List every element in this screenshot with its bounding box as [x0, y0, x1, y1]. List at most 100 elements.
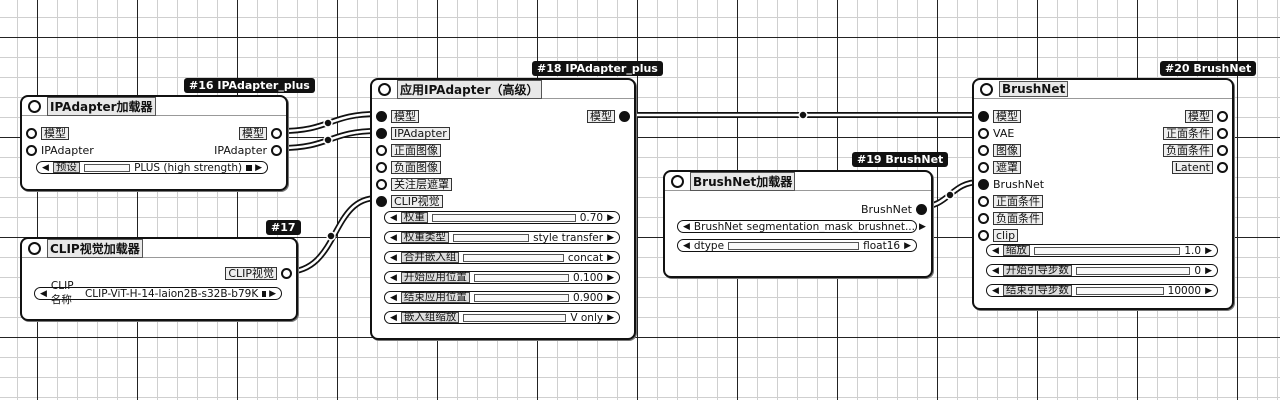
input-port-positive[interactable]: 正面条件 — [978, 194, 1043, 208]
dtype-combo[interactable]: ◀ dtype float16 ▶ — [677, 239, 917, 252]
collapse-toggle-icon[interactable] — [378, 82, 391, 96]
port-pin-icon[interactable] — [1217, 161, 1228, 173]
embeds-scaling-combo[interactable]: ◀ 嵌入组缩放 V only ▶ — [384, 311, 620, 324]
start-step-slider[interactable]: ◀ 开始引导步数 0 ▶ — [986, 264, 1218, 277]
port-pin-icon[interactable] — [978, 212, 989, 224]
input-port-brushnet[interactable]: BrushNet — [978, 177, 1044, 191]
input-port-ipadapter[interactable]: IPAdapter — [26, 143, 94, 157]
port-pin-icon[interactable] — [26, 127, 37, 139]
arrow-right-icon[interactable]: ▶ — [269, 288, 276, 299]
port-pin-icon[interactable] — [978, 161, 989, 173]
input-port-vae[interactable]: VAE — [978, 126, 1014, 140]
input-port-model[interactable]: 模型 — [978, 109, 1021, 123]
output-port-negative[interactable]: 负面条件 — [1163, 143, 1228, 157]
arrow-right-icon[interactable]: ▶ — [1205, 265, 1212, 276]
arrow-left-icon[interactable]: ◀ — [390, 212, 397, 223]
port-pin-icon[interactable] — [376, 161, 387, 173]
port-pin-icon[interactable] — [26, 144, 37, 156]
output-port-model[interactable]: 模型 — [1185, 109, 1228, 123]
arrow-left-icon[interactable]: ◀ — [390, 252, 397, 263]
end-step-slider[interactable]: ◀ 结束引导步数 10000 ▶ — [986, 284, 1218, 297]
clip-name-combo[interactable]: ◀ CLIP名称 CLIP-ViT-H-14-laion2B-s32B-b79K… — [34, 280, 282, 306]
apply-ipadapter-node[interactable]: 应用IPAdapter（高级） 模型 IPAdapter 正面图像 负面图像 关… — [370, 78, 636, 340]
node-header[interactable]: CLIP视觉加载器 — [22, 238, 296, 258]
port-pin-icon[interactable] — [1217, 110, 1228, 122]
arrow-right-icon[interactable]: ▶ — [607, 252, 614, 263]
arrow-left-icon[interactable]: ◀ — [390, 272, 397, 283]
arrow-left-icon[interactable]: ◀ — [683, 240, 690, 251]
port-pin-icon[interactable] — [271, 144, 282, 156]
arrow-left-icon[interactable]: ◀ — [390, 232, 397, 243]
arrow-left-icon[interactable]: ◀ — [992, 285, 999, 296]
weight-type-combo[interactable]: ◀ 权重类型 style transfer ▶ — [384, 231, 620, 244]
scale-slider[interactable]: ◀ 缩放 1.0 ▶ — [986, 244, 1218, 257]
arrow-left-icon[interactable]: ◀ — [683, 221, 690, 232]
arrow-right-icon[interactable]: ▶ — [255, 162, 262, 173]
clip-vision-loader-node[interactable]: CLIP视觉加载器 CLIP视觉 ◀ CLIP名称 CLIP-ViT-H-14-… — [20, 237, 298, 321]
port-pin-icon[interactable] — [978, 127, 989, 139]
input-port-clip[interactable]: clip — [978, 228, 1019, 242]
node-header[interactable]: BrushNet — [974, 80, 1232, 99]
port-pin-icon[interactable] — [1217, 127, 1228, 139]
output-port-model[interactable]: 模型 — [239, 126, 282, 140]
input-port-clip-vision[interactable]: CLIP视觉 — [376, 194, 443, 208]
arrow-right-icon[interactable]: ▶ — [607, 272, 614, 283]
port-pin-icon[interactable] — [978, 144, 989, 156]
collapse-toggle-icon[interactable] — [980, 82, 993, 96]
arrow-right-icon[interactable]: ▶ — [607, 312, 614, 323]
output-port-brushnet[interactable]: BrushNet — [861, 202, 927, 216]
arrow-left-icon[interactable]: ◀ — [390, 292, 397, 303]
input-port-model[interactable]: 模型 — [26, 126, 69, 140]
node-header[interactable]: 应用IPAdapter（高级） — [372, 79, 634, 99]
port-pin-icon[interactable] — [376, 110, 387, 122]
collapse-toggle-icon[interactable] — [671, 174, 684, 188]
ipadapter-loader-node[interactable]: IPAdapter加载器 模型 IPAdapter 模型 IPAdapter ◀… — [20, 95, 288, 191]
output-port-positive[interactable]: 正面条件 — [1163, 126, 1228, 140]
collapse-toggle-icon[interactable] — [28, 241, 41, 255]
input-port-negative-image[interactable]: 负面图像 — [376, 160, 441, 174]
port-pin-icon[interactable] — [271, 127, 282, 139]
arrow-right-icon[interactable]: ▶ — [918, 221, 926, 232]
input-port-attention-mask[interactable]: 关注层遮罩 — [376, 177, 452, 191]
port-pin-icon[interactable] — [376, 144, 387, 156]
collapse-toggle-icon[interactable] — [28, 99, 41, 113]
port-pin-icon[interactable] — [978, 195, 989, 207]
brushnet-model-combo[interactable]: ◀ BrushNet segmentation_mask_brushnet...… — [677, 220, 926, 233]
port-pin-icon[interactable] — [376, 195, 387, 207]
input-port-model[interactable]: 模型 — [376, 109, 419, 123]
brushnet-node[interactable]: BrushNet 模型 VAE 图像 遮罩 BrushNet 正面条件 负面条件… — [972, 78, 1234, 310]
port-pin-icon[interactable] — [978, 110, 989, 122]
arrow-right-icon[interactable]: ▶ — [607, 292, 614, 303]
end-at-slider[interactable]: ◀ 结束应用位置 0.900 ▶ — [384, 291, 620, 304]
combine-embeds-combo[interactable]: ◀ 合并嵌入组 concat ▶ — [384, 251, 620, 264]
start-at-slider[interactable]: ◀ 开始应用位置 0.100 ▶ — [384, 271, 620, 284]
arrow-right-icon[interactable]: ▶ — [607, 232, 614, 243]
arrow-right-icon[interactable]: ▶ — [1205, 285, 1212, 296]
output-port-ipadapter[interactable]: IPAdapter — [214, 143, 282, 157]
weight-slider[interactable]: ◀ 权重 0.70 ▶ — [384, 211, 620, 224]
input-port-ipadapter[interactable]: IPAdapter — [376, 126, 450, 140]
arrow-right-icon[interactable]: ▶ — [904, 240, 911, 251]
output-port-clip-vision[interactable]: CLIP视觉 — [225, 266, 292, 280]
arrow-left-icon[interactable]: ◀ — [390, 312, 397, 323]
port-pin-icon[interactable] — [619, 110, 630, 122]
input-port-mask[interactable]: 遮罩 — [978, 160, 1021, 174]
port-pin-icon[interactable] — [1217, 144, 1228, 156]
arrow-right-icon[interactable]: ▶ — [607, 212, 614, 223]
input-port-positive-image[interactable]: 正面图像 — [376, 143, 441, 157]
input-port-negative[interactable]: 负面条件 — [978, 211, 1043, 225]
arrow-left-icon[interactable]: ◀ — [40, 288, 47, 299]
node-header[interactable]: IPAdapter加载器 — [22, 96, 286, 116]
brushnet-loader-node[interactable]: BrushNet加载器 BrushNet ◀ BrushNet segmenta… — [663, 170, 933, 278]
port-pin-icon[interactable] — [978, 229, 989, 241]
port-pin-icon[interactable] — [376, 178, 387, 190]
port-pin-icon[interactable] — [376, 127, 387, 139]
output-port-latent[interactable]: Latent — [1171, 160, 1228, 174]
port-pin-icon[interactable] — [978, 178, 989, 190]
preset-combo[interactable]: ◀ 预设 PLUS (high strength) ▶ — [36, 161, 268, 174]
arrow-left-icon[interactable]: ◀ — [992, 245, 999, 256]
port-pin-icon[interactable] — [916, 203, 927, 215]
port-pin-icon[interactable] — [281, 267, 292, 279]
node-header[interactable]: BrushNet加载器 — [665, 171, 931, 191]
output-port-model[interactable]: 模型 — [587, 109, 630, 123]
